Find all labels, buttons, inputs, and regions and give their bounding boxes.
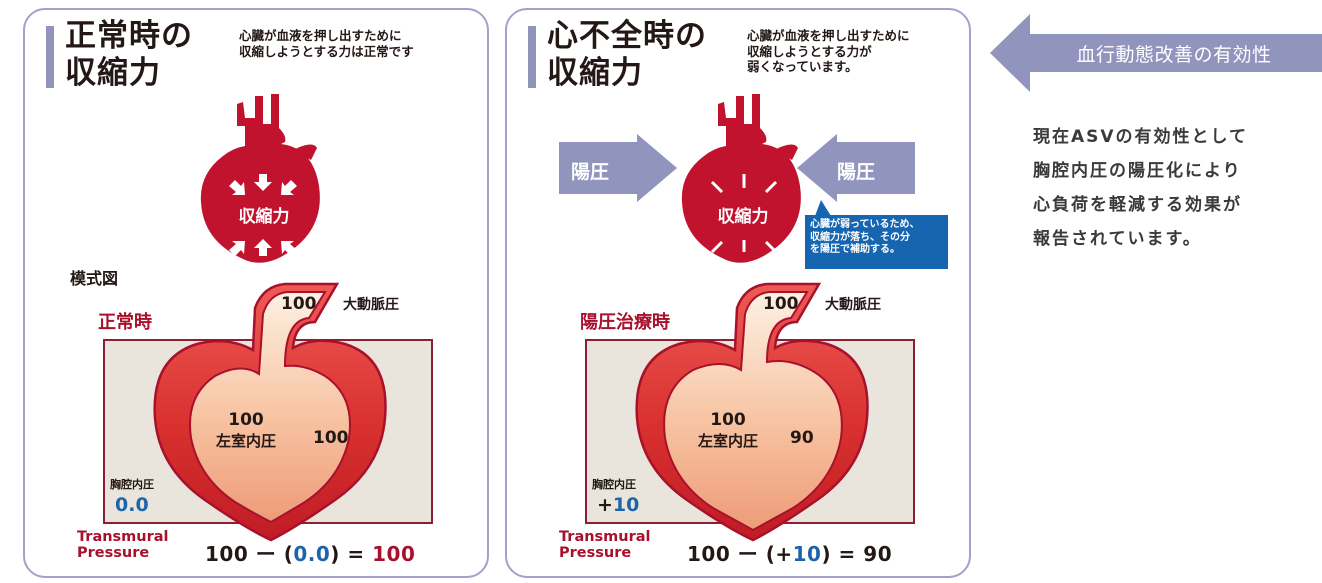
transmural-formula: 100 ー (0.0) = 100 [205,538,415,567]
heart-failure-panel: 心不全時の 収縮力 心臓が血液を押し出すために 収縮しようとする力が 弱くなって… [505,8,971,578]
description-line-2: 収縮しようとする力が [747,43,872,59]
weak-contraction-arrows [710,174,778,254]
formula-term-b: 0.0 [293,542,331,566]
tp-label-line-1: Transmural [77,529,169,545]
banner-arrow [990,14,1322,92]
formula-paren-close: ) [821,542,832,566]
formula-minus: ー [255,542,277,566]
lv-pressure-label: 左室内圧 [697,432,758,450]
heart-shape [681,94,801,263]
intrathoracic-pressure-value: +10 [597,494,639,516]
callout-line-3: を陽圧で補助する。 [810,244,900,255]
ventricle-cavity [189,291,351,524]
title-accent-bar [528,26,536,88]
itp-sign: + [597,494,613,516]
lv-pressure-label: 左室内圧 [215,432,276,450]
schema-label: 模式図 [70,269,119,288]
intrathoracic-pressure-label: 胸腔内圧 [592,478,636,491]
formula-minus: ー [737,542,759,566]
banner-title: 血行動態改善の有効性 [1076,44,1272,66]
aortic-pressure-value: 100 [281,294,317,314]
formula-equals: = [347,542,365,566]
formula-result: 90 [863,542,893,566]
mode-title: 陽圧治療時 [580,312,670,333]
mode-title: 正常時 [98,312,152,333]
side-line-4: 報告されています。 [1033,229,1202,249]
description-line-1: 心臓が血液を押し出すために [747,28,910,43]
formula-term-a: 100 [205,542,249,566]
transmural-pressure-label: Transmural Pressure [559,529,651,561]
transmural-pressure-label: Transmural Pressure [77,529,169,561]
arrow-icon [559,134,677,202]
panel-title: 正常時の 収縮力 [65,18,193,92]
lv-pressure-value: 100 [710,410,746,430]
tp-label-line-2: Pressure [77,545,150,561]
positive-pressure-left-label: 陽圧 [571,161,610,183]
title-line-2: 収縮力 [65,55,161,91]
lv-pressure-value: 100 [228,410,264,430]
panel-description: 心臓が血液を押し出すために 収縮しようとする力が 弱くなっています。 [747,28,910,75]
panel-description: 心臓が血液を押し出すために 収縮しようとする力は正常です [239,28,414,59]
positive-pressure-right-label: 陽圧 [837,161,876,183]
formula-term-a: 100 [687,542,731,566]
ventricle-diagram [635,282,869,542]
side-description: 現在ASVの有効性として 胸腔内圧の陽圧化により 心負荷を軽減する効果が 報告さ… [1033,120,1248,256]
title-line-1: 正常時の [65,18,193,54]
contraction-label: 収縮力 [717,207,769,227]
itp-number: 10 [612,494,640,516]
wall-force-value: 100 [313,428,349,448]
callout-pointer [815,200,831,216]
side-line-1: 現在ASVの有効性として [1033,127,1249,147]
arrow-icon [797,134,915,202]
description-line-1: 心臓が血液を押し出すために [239,28,402,43]
heart-icon [200,94,320,263]
formula-paren-open: (+ [765,542,793,566]
side-line-3: 心負荷を軽減する効果が [1033,195,1242,215]
side-line-2: 胸腔内圧の陽圧化により [1033,161,1242,181]
formula-paren-open: ( [283,542,294,566]
title-line-2: 収縮力 [547,55,643,91]
normal-panel: 正常時の 収縮力 心臓が血液を押し出すために 収縮しようとする力は正常です 収縮… [23,8,489,578]
aortic-pressure-value: 100 [763,294,799,314]
heart-icon [681,94,801,263]
tp-label-line-2: Pressure [559,545,632,561]
formula-paren-close: ) [330,542,340,566]
tp-label-line-1: Transmural [559,529,651,545]
intrathoracic-pressure-value: 0.0 [115,494,149,516]
ventricle-cavity [663,291,843,532]
panel-title: 心不全時の 収縮力 [547,18,707,92]
title-accent-bar [46,26,54,88]
contraction-arrows [229,174,297,256]
transmural-formula: 100 ー (+10) = 90 [687,538,892,567]
callout-line-1: 心臓が弱っているため、 [810,219,920,230]
aortic-pressure-label: 大動脈圧 [825,297,881,313]
formula-term-b: 10 [792,542,822,566]
assist-callout: 心臓が弱っているため、 収縮力が落ち、その分 を陽圧で補助する。 [805,215,948,269]
callout-line-2: 収縮力が落ち、その分 [810,231,910,243]
contraction-label: 収縮力 [238,207,290,227]
aortic-pressure-label: 大動脈圧 [343,297,399,313]
wall-force-value: 90 [790,428,814,448]
description-line-3: 弱くなっています。 [747,59,858,74]
formula-equals: = [838,542,856,566]
ventricle-diagram [153,282,387,542]
intrathoracic-pressure-label: 胸腔内圧 [110,478,154,491]
formula-result: 100 [372,542,416,566]
description-line-2: 収縮しようとする力は正常です [239,43,414,59]
title-line-1: 心不全時の [547,18,707,54]
